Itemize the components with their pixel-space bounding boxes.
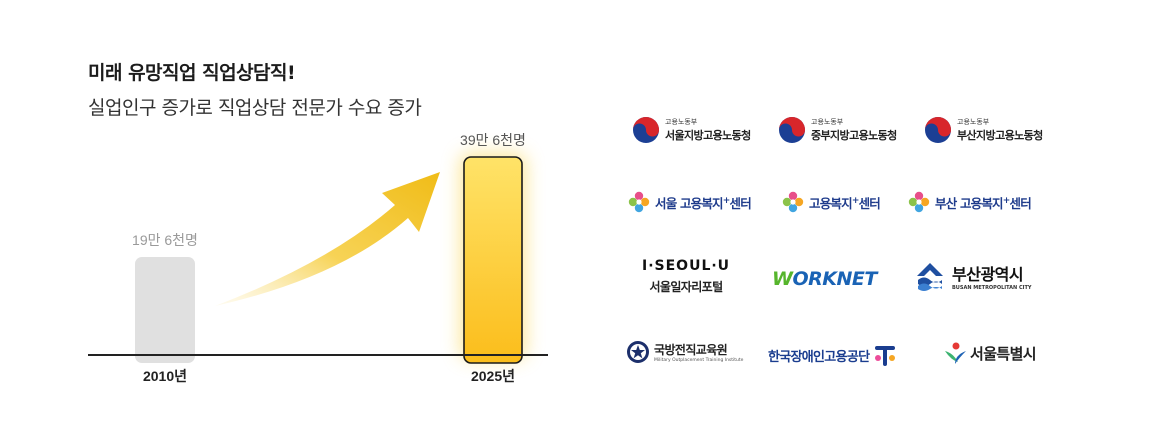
busan-emblem-icon xyxy=(917,263,943,291)
x-tick-2010: 2010년 xyxy=(143,368,187,384)
headline: 미래 유망직업 직업상담직! 실업인구 증가로 직업상담 전문가 수요 증가 xyxy=(88,58,422,120)
jobcenter-suffix: 센터 xyxy=(1009,195,1032,211)
logo-jobcenter-seoul: 서울 고용복지+센터 xyxy=(628,191,752,213)
jobcenter-busan-name: 부산 고용복지 xyxy=(935,195,1004,211)
taegeuk-icon xyxy=(925,117,951,143)
moel-busan-name: 부산지방고용노동청 xyxy=(957,129,1043,142)
jobcenter-plus: + xyxy=(1002,195,1011,206)
worknet-rest: ORKNET xyxy=(792,268,877,290)
bar-2010 xyxy=(135,257,195,363)
logo-military-institute: 국방전직교육원 Military Outplacement Training I… xyxy=(626,340,743,364)
jobcenter-suffix: 센터 xyxy=(729,195,752,211)
agency-emblem-icon xyxy=(875,346,896,366)
busan-city-name: 부산광역시 xyxy=(952,265,1024,284)
disabled-agency-name: 한국장애인고용공단 xyxy=(768,349,870,365)
headline-title: 미래 유망직업 직업상담직! xyxy=(88,62,296,84)
moel-seoul-name: 서울지방고용노동청 xyxy=(665,129,751,142)
headline-subtitle: 실업인구 증가로 직업상담 전문가 수요 증가 xyxy=(88,97,422,119)
x-tick-2025: 2025년 xyxy=(471,368,515,384)
data-label-2025: 39만 6천명 xyxy=(460,132,526,148)
logo-jobcenter-busan: 부산 고용복지+센터 xyxy=(908,191,1032,213)
logo-iseoulu: I·SEOUL·U 서울일자리포털 xyxy=(642,258,730,295)
jobcenter-plus: + xyxy=(722,195,731,206)
bar-2025 xyxy=(463,156,523,364)
military-seal-icon xyxy=(627,341,649,363)
jobcenter-suffix: 센터 xyxy=(858,195,881,211)
iseoulu-wordmark: I·SEOUL·U xyxy=(642,258,731,274)
jobcenter-name: 고용복지 xyxy=(809,195,853,211)
seoul-city-emblem-icon xyxy=(945,342,966,364)
clover-icon xyxy=(628,191,650,213)
seoul-city-name: 서울특별시 xyxy=(970,344,1037,363)
worknet-w: W xyxy=(772,268,793,290)
logo-moel-seoul: 고용노동부 서울지방고용노동청 xyxy=(632,116,751,144)
military-institute-name: 국방전직교육원 xyxy=(654,343,728,357)
logo-disabled-employment-agency: 한국장애인고용공단 xyxy=(768,342,897,368)
data-label-2010: 19만 6천명 xyxy=(132,232,198,248)
logo-moel-jungbu: 고용노동부 중부지방고용노동청 xyxy=(778,116,897,144)
moel-jungbu-name: 중부지방고용노동청 xyxy=(811,129,897,142)
military-institute-english: Military Outplacement Training Institute xyxy=(654,358,744,363)
growth-arrow xyxy=(215,172,440,306)
jobcenter-seoul-name: 서울 고용복지 xyxy=(655,195,724,211)
logo-jobcenter: 고용복지+센터 xyxy=(782,191,881,213)
busan-city-english: BUSAN METROPOLITAN CITY xyxy=(952,285,1032,291)
clover-icon xyxy=(782,191,804,213)
iseoulu-portal-name: 서울일자리포털 xyxy=(649,280,723,294)
moel-prefix: 고용노동부 xyxy=(665,118,698,126)
moel-prefix: 고용노동부 xyxy=(811,118,844,126)
moel-prefix: 고용노동부 xyxy=(957,118,990,126)
growth-chart: 19만 6천명 39만 6천명 2010년 2025년 xyxy=(88,132,548,384)
clover-icon xyxy=(908,191,930,213)
taegeuk-icon xyxy=(779,117,805,143)
partner-logos: 고용노동부 서울지방고용노동청 고용노동부 중부지방고용노동청 고용노동부 부산… xyxy=(620,106,1060,376)
logo-moel-busan: 고용노동부 부산지방고용노동청 xyxy=(924,116,1043,144)
jobcenter-plus: + xyxy=(851,195,860,206)
taegeuk-icon xyxy=(633,117,659,143)
logo-seoul-city: 서울특별시 xyxy=(942,340,1037,366)
logo-busan-city: 부산광역시 BUSAN METROPOLITAN CITY xyxy=(914,260,1032,292)
